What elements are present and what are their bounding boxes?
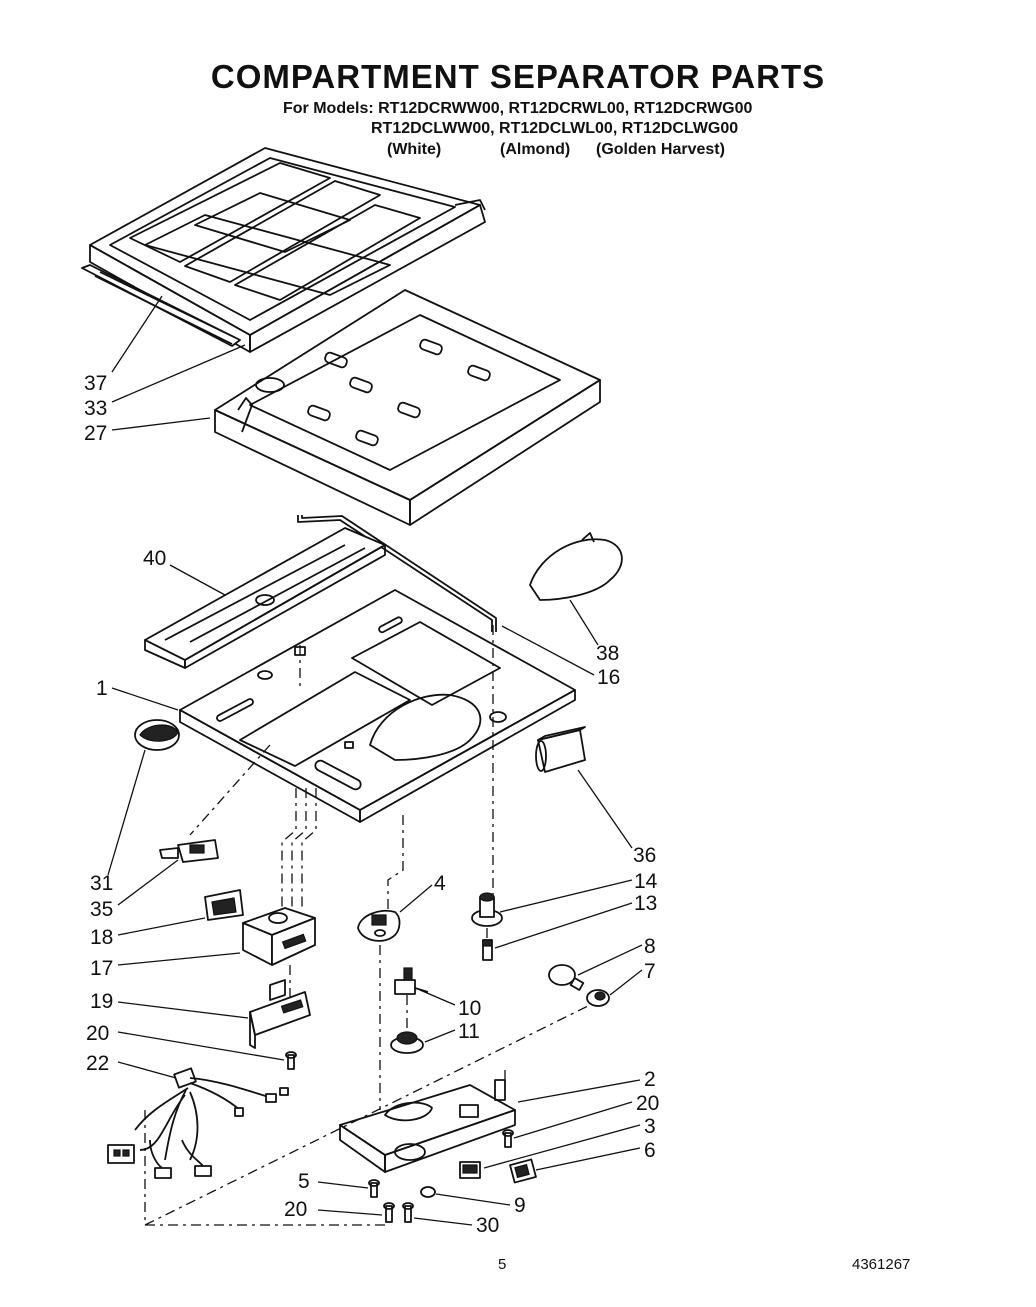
color-golden-harvest: (Golden Harvest) xyxy=(596,141,725,158)
callout-2: 2 xyxy=(644,1068,656,1091)
part-37-trim-strip xyxy=(81,264,241,347)
callout-13: 13 xyxy=(634,892,657,915)
callout-31: 31 xyxy=(90,872,113,895)
page-number: 5 xyxy=(498,1256,507,1273)
part-7-socket xyxy=(586,989,610,1007)
part-13-clip xyxy=(482,939,493,961)
part-31-cap xyxy=(134,719,180,751)
callout-11: 11 xyxy=(458,1020,480,1043)
part-20-screw-right xyxy=(502,1129,514,1148)
page-title: COMPARTMENT SEPARATOR PARTS xyxy=(210,58,826,95)
callout-33: 33 xyxy=(84,397,107,420)
callout-5: 5 xyxy=(298,1170,310,1193)
part-10-thermostat xyxy=(394,967,429,995)
callout-30: 30 xyxy=(476,1214,499,1237)
callout-38: 38 xyxy=(596,642,619,665)
part-36-plug xyxy=(535,726,586,773)
callout-20-bottom: 20 xyxy=(284,1198,307,1221)
callout-16: 16 xyxy=(597,666,620,689)
part-22-wiring-harness xyxy=(107,1067,289,1179)
callout-14: 14 xyxy=(634,870,658,893)
part-18-gasket-frame xyxy=(204,889,244,921)
callout-35: 35 xyxy=(90,898,113,921)
callout-20-left: 20 xyxy=(86,1022,109,1045)
part-9-grommet xyxy=(420,1186,436,1198)
part-19-control-bracket xyxy=(249,979,311,1049)
part-20-screw-left xyxy=(285,1051,297,1070)
part-30-screw xyxy=(402,1202,414,1223)
color-almond: (Almond) xyxy=(500,141,571,158)
part-33-shelf-panel xyxy=(89,147,486,353)
callout-36: 36 xyxy=(633,844,656,867)
callout-18: 18 xyxy=(90,926,113,949)
part-38-gasket xyxy=(529,532,623,601)
callout-6: 6 xyxy=(644,1139,656,1162)
models-line-1: For Models: RT12DCRWW00, RT12DCRWL00, RT… xyxy=(283,100,752,118)
part-11-knob xyxy=(390,1031,424,1054)
callout-40: 40 xyxy=(143,547,166,570)
callout-1: 1 xyxy=(96,677,108,700)
part-1-base-plate xyxy=(179,589,576,823)
callout-20-right: 20 xyxy=(636,1092,659,1115)
part-16-wire-rod xyxy=(297,515,497,632)
leader-lines xyxy=(107,295,643,1226)
document-number: 4361267 xyxy=(852,1256,911,1273)
callout-labels: 37 33 27 40 38 16 1 36 31 35 4 14 13 18 … xyxy=(84,372,659,1237)
callout-19: 19 xyxy=(90,990,113,1013)
callout-9: 9 xyxy=(514,1194,526,1217)
assembly-lines xyxy=(144,625,591,1226)
callout-7: 7 xyxy=(644,960,656,983)
callout-22: 22 xyxy=(86,1052,109,1075)
part-2-control-housing xyxy=(339,1079,516,1173)
callout-17: 17 xyxy=(90,957,113,980)
part-17-housing xyxy=(242,907,316,966)
part-3-switch xyxy=(459,1161,481,1179)
part-5-screw xyxy=(368,1179,380,1198)
callout-10: 10 xyxy=(458,997,481,1020)
callout-27: 27 xyxy=(84,422,107,445)
part-6-switch xyxy=(509,1158,537,1184)
callout-3: 3 xyxy=(644,1115,656,1138)
part-14-lamp-socket xyxy=(471,892,503,927)
color-white: (White) xyxy=(387,141,442,158)
part-27-insulation-block xyxy=(214,289,601,526)
part-20-screw-bottom xyxy=(383,1202,395,1223)
part-4-damper-housing xyxy=(357,910,401,942)
part-8-lamp-bulb xyxy=(548,964,585,991)
callout-8: 8 xyxy=(644,935,656,958)
models-line-2: RT12DCLWW00, RT12DCLWL00, RT12DCLWG00 xyxy=(371,120,739,137)
models-prefix: For Models: xyxy=(283,100,374,117)
part-35-bracket xyxy=(159,839,219,863)
callout-4: 4 xyxy=(434,872,446,895)
part-40-drip-tray xyxy=(144,527,386,669)
callout-37: 37 xyxy=(84,372,107,395)
models-list-1: RT12DCRWW00, RT12DCRWL00, RT12DCRWG00 xyxy=(378,100,753,117)
